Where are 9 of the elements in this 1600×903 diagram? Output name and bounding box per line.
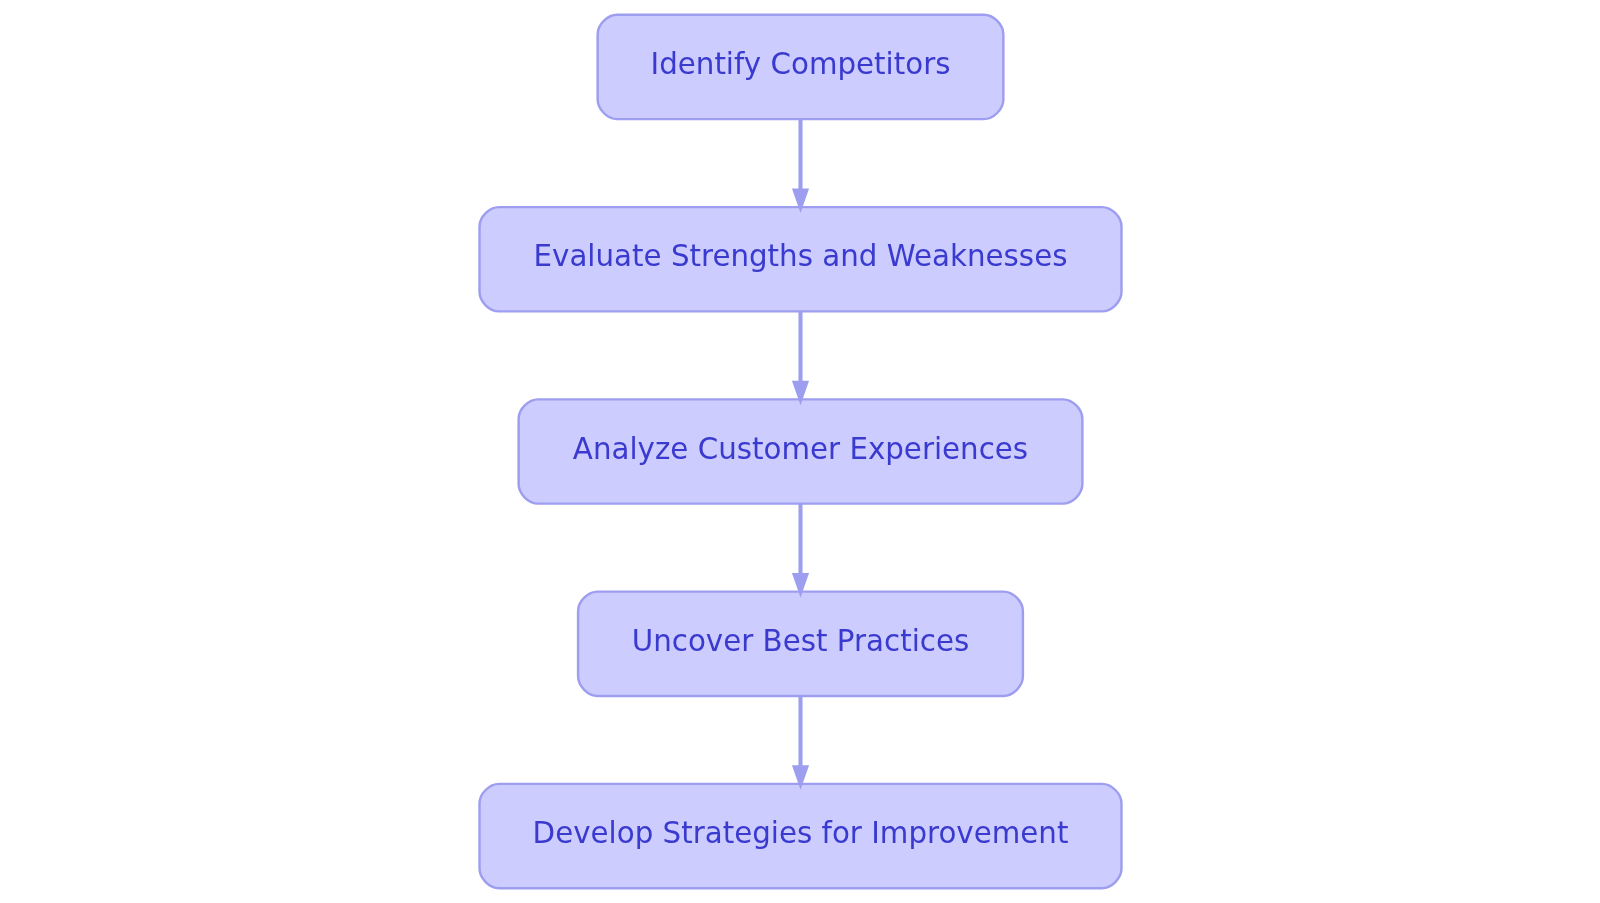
arrow <box>791 311 809 406</box>
node-box: Analyze Customer Experiences <box>516 398 1084 505</box>
arrow <box>791 696 809 790</box>
node-box: Identify Competitors <box>595 13 1005 121</box>
node-box: Uncover Best Practices <box>576 590 1024 698</box>
node-box: Develop Strategies for Improvement <box>477 782 1123 890</box>
arrow <box>791 119 809 213</box>
node-box: Evaluate Strengths and Weaknesses <box>477 205 1123 313</box>
arrow <box>791 503 809 598</box>
